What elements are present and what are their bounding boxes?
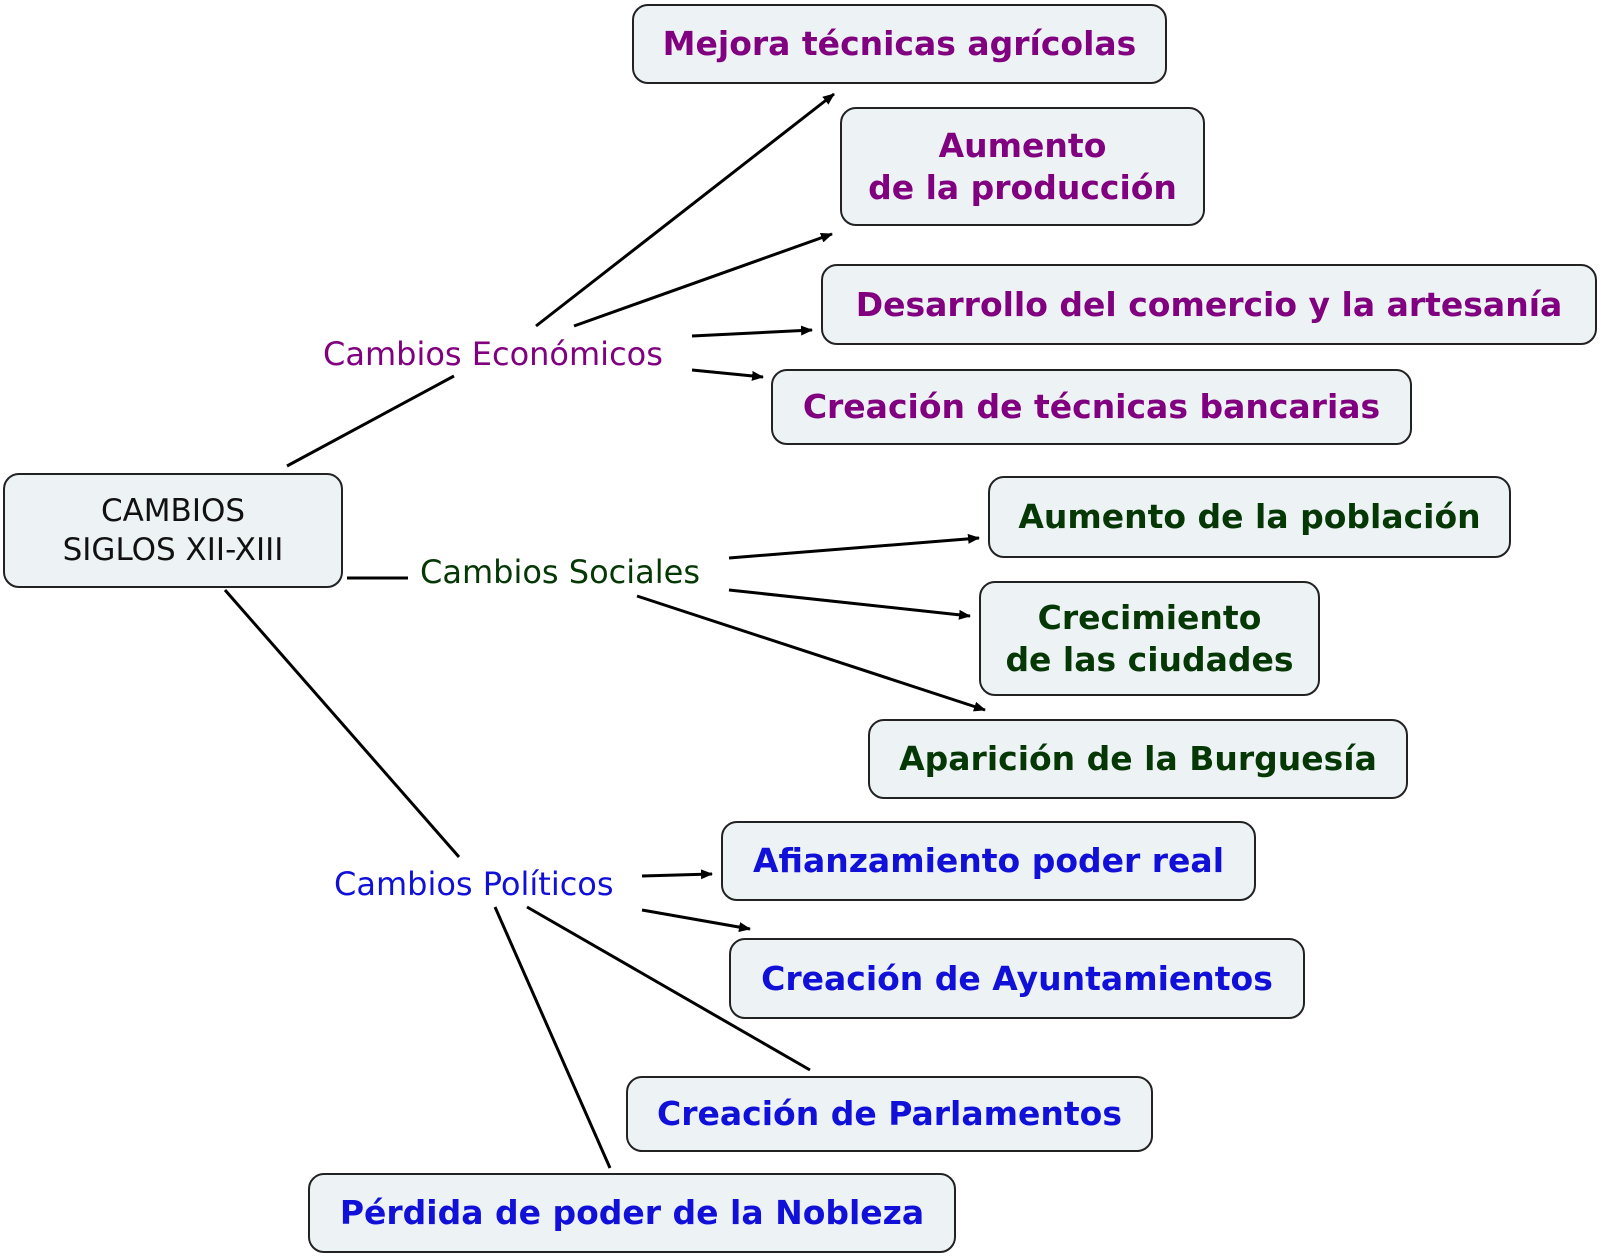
- arrow-economic-2: [573, 232, 833, 328]
- branch-label-political: Cambios Políticos: [330, 864, 618, 904]
- link-political-4: [493, 906, 612, 1169]
- node-text: Creación de técnicas bancarias: [802, 387, 1381, 427]
- node-text: Desarrollo del comercio y la artesanía: [855, 284, 1563, 324]
- node-aparicion-burguesia: Aparición de la Burguesía: [868, 719, 1408, 799]
- node-text: Creación de Ayuntamientos: [761, 958, 1273, 998]
- node-crecimiento-ciudades: Crecimiento de las ciudades: [979, 581, 1320, 696]
- node-text: Afianzamiento poder real: [752, 841, 1225, 881]
- branch-label-social: Cambios Sociales: [416, 552, 704, 592]
- root-line-1: CAMBIOS: [100, 492, 246, 529]
- node-tecnicas-bancarias: Creación de técnicas bancarias: [771, 369, 1412, 445]
- node-text: Creación de Parlamentos: [657, 1094, 1122, 1134]
- node-text: Aumento de la población: [1018, 497, 1481, 537]
- node-perdida-poder-nobleza: Pérdida de poder de la Nobleza: [308, 1173, 956, 1253]
- arrow-economic-4: [691, 368, 764, 381]
- node-text-line-1: Crecimiento: [1037, 598, 1262, 638]
- node-text-line-2: de la producción: [868, 167, 1177, 207]
- arrow-social-1: [728, 533, 980, 560]
- arrow-social-2: [728, 588, 971, 620]
- node-text: Pérdida de poder de la Nobleza: [339, 1193, 925, 1233]
- node-afianzamiento-poder-real: Afianzamiento poder real: [721, 821, 1256, 901]
- node-aumento-produccion: Aumento de la producción: [840, 107, 1205, 226]
- arrow-economic-1: [535, 92, 835, 328]
- link-root-political: [223, 589, 461, 858]
- node-creacion-parlamentos: Creación de Parlamentos: [626, 1076, 1153, 1152]
- node-aumento-poblacion: Aumento de la población: [988, 476, 1511, 558]
- node-text-line-2: de las ciudades: [1005, 639, 1294, 679]
- node-desarrollo-comercio: Desarrollo del comercio y la artesanía: [821, 264, 1597, 345]
- arrow-political-1: [641, 869, 713, 880]
- root-node: CAMBIOS SIGLOS XII-XIII: [3, 473, 343, 588]
- node-creacion-ayuntamientos: Creación de Ayuntamientos: [729, 938, 1305, 1019]
- arrow-political-2: [641, 908, 751, 933]
- branch-label-economic: Cambios Económicos: [319, 334, 667, 374]
- link-political-3: [526, 905, 811, 1072]
- node-mejora-tecnicas-agricolas: Mejora técnicas agrícolas: [632, 4, 1167, 84]
- root-line-2: SIGLOS XII-XIII: [62, 531, 284, 568]
- node-text: Aparición de la Burguesía: [899, 739, 1377, 779]
- node-text: Mejora técnicas agrícolas: [662, 24, 1137, 64]
- node-text-line-1: Aumento: [938, 126, 1107, 166]
- arrow-social-3: [636, 594, 986, 712]
- link-root-economic: [286, 374, 455, 468]
- arrow-economic-3: [691, 325, 813, 338]
